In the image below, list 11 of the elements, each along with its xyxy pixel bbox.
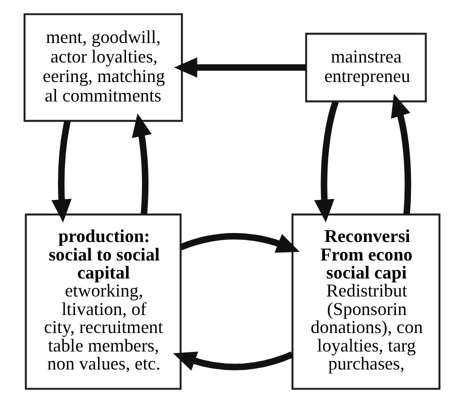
arrow [51,120,72,222]
arrow [173,350,294,370]
arrow [180,232,300,252]
node-box: production: social to social capital etworking, ltivation, of city, recruitment table members, non values, etc. [24,213,182,390]
arrow [314,100,339,222]
arrow [132,112,152,214]
node-box: Reconversi From econo social capi Redistribut (Sponsorin donations), con loyalties, targ purchases, [292,213,440,390]
node-box: mainstrea entrepreneu [305,32,427,102]
node-box: ment, goodwill, actor loyalties, eering, matching al commitments [24,12,183,122]
arrow [174,56,306,78]
arrow [390,93,412,214]
